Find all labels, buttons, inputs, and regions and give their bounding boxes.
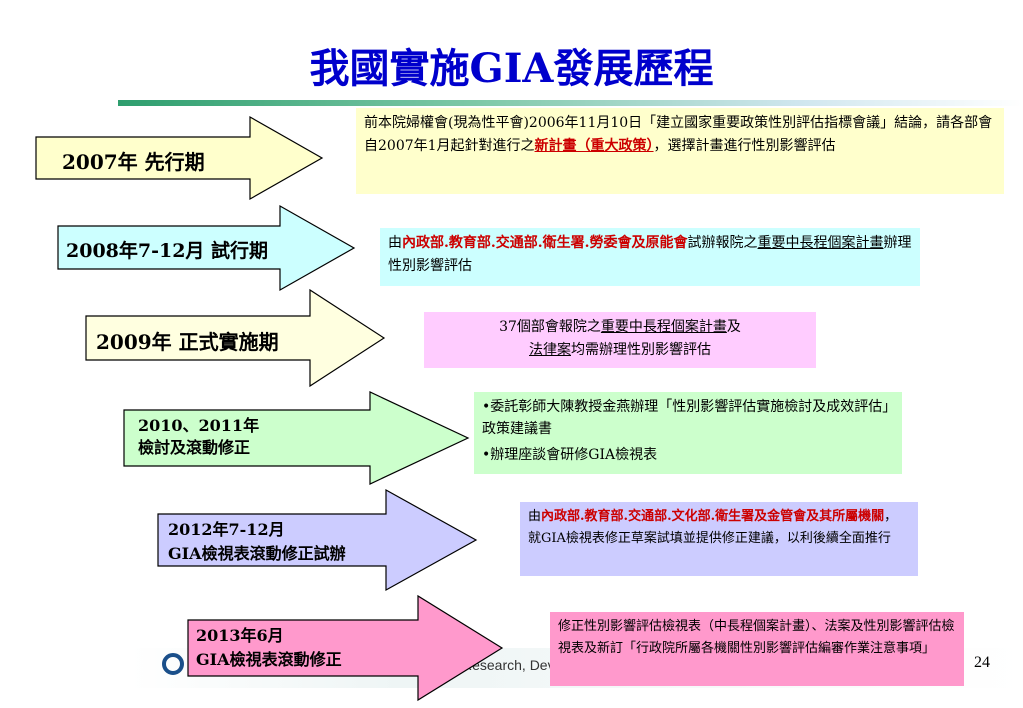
note-2010-bullet-1: •委託彰師大陳教授金燕辦理「性別影響評估實施檢討及成效評估」政策建議書 (482, 399, 890, 437)
stage-label-2013-year: 2013年6月 (196, 626, 284, 645)
note-2009-text-a: 37個部會報院之 (499, 319, 601, 335)
note-2012: 由內政部.教育部.交通部.文化部.衛生署及金管會及其所屬機關，就GIA檢視表修正… (520, 502, 918, 576)
note-2009-text-c: 均需辦理性別影響評估 (571, 342, 711, 358)
stage-label-2008: 2008年7-12月 試行期 (66, 240, 269, 262)
stage-arrow-2012 (157, 488, 478, 592)
note-2008-agencies: 內政部.教育部.交通部.衛生署.勞委會及原能會 (402, 235, 688, 251)
note-2008-plan: 重要中長程個案計畫 (757, 235, 884, 251)
note-2010-bullet-2: •辦理座談會研修GIA檢視表 (482, 447, 658, 463)
stage-label-2012-year: 2012年7-12月 (168, 520, 285, 539)
note-2009: 37個部會報院之重要中長程個案計畫及法律案均需辦理性別影響評估 (424, 312, 816, 368)
page-title: 我國實施GIA發展歷程 (309, 45, 714, 92)
note-2009-plan: 重要中長程個案計畫 (600, 319, 727, 335)
footer-text: Research, Dev (462, 657, 555, 673)
stage-label-2007: 2007年 先行期 (62, 150, 205, 174)
note-2013: 修正性別影響評估檢視表（中長程個案計畫）、法案及性別影響評估檢視表及新訂「行政院… (550, 612, 964, 686)
stage-arrow-2013 (187, 594, 504, 702)
note-2013-text: 修正性別影響評估檢視表（中長程個案計畫）、法案及性別影響評估檢視表及新訂「行政院… (558, 619, 955, 656)
note-2009-text-b: 及 (726, 319, 741, 335)
page-number: 24 (974, 654, 990, 671)
stage-arrow-2010-2011 (123, 391, 470, 485)
note-2007-text-a: 前本院婦權會(現為性平會)2006年11月10日「建立國家重要政策性別評估指標會… (364, 115, 993, 154)
note-2008-text-b: 試辦報院之 (687, 235, 758, 251)
institution-logo-icon (162, 653, 184, 675)
stage-label-2013-desc: GIA檢視表滾動修正 (196, 650, 342, 669)
note-2007-highlight: 新計畫（重大政策） (534, 138, 654, 154)
stage-label-2009: 2009年 正式實施期 (96, 330, 279, 354)
stage-label-2012-desc: GIA檢視表滾動修正試辦 (168, 544, 346, 563)
note-2008: 由內政部.教育部.交通部.衛生署.勞委會及原能會試辦報院之重要中長程個案計畫辦理… (380, 228, 920, 286)
title-underline (118, 100, 1023, 106)
stage-arrow-2009 (85, 288, 386, 388)
note-2012-text-a: 由 (528, 509, 542, 524)
note-2009-law: 法律案 (529, 342, 571, 358)
note-2012-agencies: 內政部.教育部.交通部.文化部.衛生署及金管會及其所屬機關 (541, 509, 885, 524)
note-2007-text-b: ，選擇計畫進行性別影響評估 (653, 138, 836, 154)
stage-arrow-2007 (35, 115, 324, 201)
note-2010-2011: •委託彰師大陳教授金燕辦理「性別影響評估實施檢討及成效評估」政策建議書 •辦理座… (474, 392, 902, 474)
note-2007: 前本院婦權會(現為性平會)2006年11月10日「建立國家重要政策性別評估指標會… (356, 108, 1004, 194)
stage-arrow-2008 (57, 204, 356, 292)
stage-label-2010-2011-desc: 檢討及滾動修正 (138, 438, 251, 457)
note-2012-text-b: ，就GIA檢視表修正草案試填並提供修正建議，以利後續全面推行 (528, 509, 898, 546)
stage-label-2010-2011-year: 2010、2011年 (138, 416, 260, 435)
note-2008-text-a: 由 (388, 235, 402, 251)
note-2008-text-c: 辦理性別影響評估 (388, 235, 912, 274)
